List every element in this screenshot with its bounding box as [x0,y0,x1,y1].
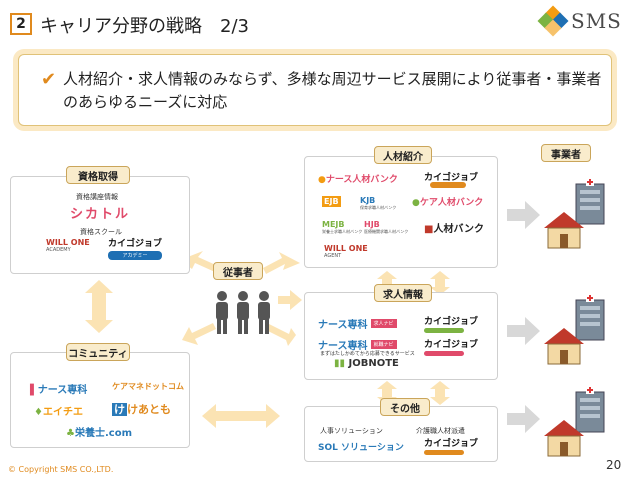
nurse-senka-shushoku-logo[interactable]: ナース専科 就職ナビ [318,337,397,352]
summary-callout: ✔ 人材紹介・求人情報のみならず、多様な周辺サービス展開により従事者・事業者のあ… [18,54,612,126]
tag-community: コミュニティ [66,343,130,361]
mejb-caption: 栄養士求職人材バンク [322,229,363,234]
nurse-jinzai-bank-logo[interactable]: ●ナース人材バンク [318,175,398,185]
copyright: © Copyright SMS CO.,LTD. [8,465,114,474]
workers-people-icon [216,291,270,334]
page-number: 20 [606,458,622,472]
sms-logo: SMS [537,5,622,37]
jinzai-bank-name: 人材バンク [433,224,484,235]
kaigojob-academy-sub: アカデミー [108,251,163,260]
hjb-logo[interactable]: HJB 医療機関求職人材バンク [364,220,408,235]
tag-workers: 従事者 [213,262,263,280]
jobnote-logo[interactable]: ▮▮ JOBNOTE [334,358,399,369]
arrow-left-vertical [85,280,113,333]
willone-academy-logo[interactable]: WILL ONE ACADEMY [46,238,90,253]
hospital-house-icon-3 [544,386,605,457]
jobnote-tagline: まずはたしかめてから応募できるサービス [320,351,415,357]
willone-agent-logo[interactable]: WILL ONE AGENT [324,244,368,259]
summary-text: 人材紹介・求人情報のみならず、多様な周辺サービス展開により従事者・事業者のあらゆ… [63,70,602,111]
eichie-logo[interactable]: ♦エイチエ [34,407,83,418]
arrow-hub-right [278,290,302,310]
keatomo-logo[interactable]: けけあとも [112,403,171,416]
eiyoushi-name: 栄養士.com [74,428,132,439]
gray-arrow-1 [507,201,540,229]
sol-solution-logo[interactable]: SOL ソリューション [318,443,404,453]
eichie-name: エイチエ [42,407,83,418]
care-dispatch-label: 介護職人材派遣 [416,427,465,435]
caremane-logo[interactable]: ケアマネドットコム [112,382,184,391]
mejb-logo[interactable]: MEJB 栄養士求職人材バンク [322,220,362,235]
willone-academy-name: WILL ONE [46,238,90,247]
tag-qualification: 資格取得 [66,166,130,184]
kaigojob-agent-logo[interactable]: カイゴジョブ [424,170,478,183]
keatomo-name: けあとも [127,403,171,416]
nurse-senka-kyujin-name: ナース専科 [318,320,368,331]
arrow-hub-downright [266,324,296,346]
gray-arrow-2 [507,317,540,345]
tag-other: その他 [380,398,430,416]
kaigojob-kyujin-name-1: カイゴジョブ [424,317,479,327]
kaigojob-agent-name: カイゴジョブ [424,173,479,183]
kaigojob-dispatch-bar [424,450,464,455]
slide-number: 2 [10,13,32,35]
shikatoru-logo[interactable]: シカトル [70,207,131,222]
kaigojob-academy-logo[interactable]: カイゴジョブ アカデミー [108,236,163,260]
kaigojob-kyujin-bar-2 [424,351,464,356]
school-label: 資格スクール [80,228,122,236]
eiyoushi-logo[interactable]: ♣栄養士.com [66,428,132,439]
jobnote-name: JOBNOTE [348,358,399,369]
nurse-senka-name: ナース専科 [37,385,88,396]
kaigojob-kyujin-name-2: カイゴジョブ [424,340,479,350]
care-jinzai-bank-name: ケア人材バンク [419,198,484,208]
nurse-senka-shushoku-badge: 就職ナビ [370,340,397,349]
willone-academy-sub: ACADEMY [46,247,71,253]
hr-solution-label: 人事ソリューション [320,427,383,435]
arrow-hub-downleft [182,323,216,345]
ejb-logo[interactable]: EJB [322,196,341,207]
kjb-caption: 保育求職人材バンク [360,205,397,210]
tag-job-info: 求人情報 [374,284,432,302]
nurse-jinzai-bank-name: ナース人材バンク [325,175,398,185]
panel-qualification [10,176,190,274]
sms-logo-text: SMS [571,9,622,33]
hospital-house-icon-1 [544,178,605,249]
arrow-bottom-horizontal [202,404,280,428]
kaigojob-dispatch-name: カイゴジョブ [424,439,479,449]
willone-agent-name: WILL ONE [324,244,368,253]
ejb-letters: EJB [322,196,341,207]
arrow-right-vertical-4 [430,381,450,405]
page-title: キャリア分野の戦略 2/3 [40,16,249,37]
hospital-house-icon-2 [544,294,605,365]
arrow-right-vertical-2 [430,271,450,295]
hjb-caption: 医療機関求職人材バンク [364,229,409,234]
nurse-senka-shushoku-name: ナース専科 [318,341,368,352]
kaigojob-agent-badge [430,182,466,188]
kaigojob-kyujin-logo-1[interactable]: カイゴジョブ [424,314,478,333]
jinzai-bank-logo[interactable]: ■人材バンク [424,224,484,235]
care-jinzai-bank-logo[interactable]: ●ケア人材バンク [412,198,484,208]
willone-agent-sub: AGENT [324,253,342,259]
panel-community [10,352,190,448]
tag-recruitment: 人材紹介 [374,146,432,164]
kaigojob-dispatch-logo[interactable]: カイゴジョブ [424,436,478,455]
nurse-senka-kyujin-logo[interactable]: ナース専科 求人ナビ [318,316,397,331]
tag-businesses: 事業者 [541,144,591,162]
kjb-letters: KJB [360,196,376,205]
hjb-letters: HJB [364,220,380,229]
course-info-label: 資格講座情報 [76,193,118,201]
checkmark-icon: ✔ [41,69,57,90]
panel-recruitment [304,156,498,268]
kaigojob-academy-name: カイゴジョブ [108,239,163,249]
kjb-logo[interactable]: KJB 保育求職人材バンク [360,196,396,211]
mejb-letters: MEJB [322,220,345,229]
kaigojob-kyujin-bar-1 [424,328,464,333]
gray-arrow-3 [507,405,540,433]
nurse-senka-logo[interactable]: ▌ナース専科 [30,385,88,396]
kaigojob-kyujin-logo-2[interactable]: カイゴジョブ [424,337,478,356]
arrow-hub-upright [263,252,300,274]
nurse-senka-kyujin-badge: 求人ナビ [370,319,397,328]
